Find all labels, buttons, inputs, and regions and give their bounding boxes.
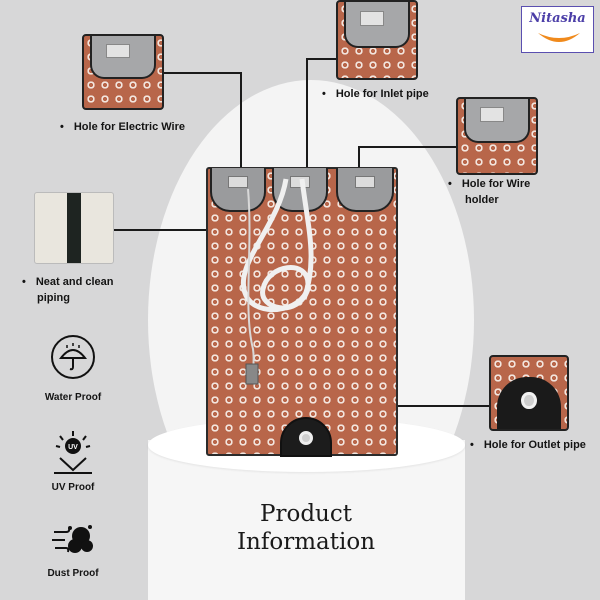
logo-swoosh-icon [538,33,580,42]
thumb-outlet [489,355,569,431]
label-piping: •Neat and clean piping [22,276,114,304]
brand-logo: Nitasha [521,6,594,53]
hose-and-cable [240,178,314,385]
page-title: Product Information [236,501,376,555]
line-inlet-h [306,58,338,60]
umbrella-icon [51,335,95,379]
line-wire-holder-h [358,146,458,148]
label-electric-wire: •Hole for Electric Wire [60,121,186,133]
thumb-inlet [336,0,418,80]
label-wire-holder: •Hole for Wire holder [448,178,531,206]
pocket-electric-wire [210,168,266,212]
uv-badge: UV [68,444,78,451]
feature-label-dust: Dust Proof [47,568,99,579]
line-electric-wire-h [152,72,242,74]
dust-icon [52,525,93,553]
thumb-wire-holder [456,97,538,175]
line-electric-wire-v [240,72,242,190]
line-piping-h [112,229,210,231]
outlet-hole [280,417,332,457]
label-outlet-pipe: •Hole for Outlet pipe [470,439,586,451]
pocket-wire-holder [336,168,394,212]
feature-label-uv: UV Proof [51,482,95,493]
label-inlet-pipe: •Hole for Inlet pipe [322,88,429,100]
feature-label-water: Water Proof [44,392,102,403]
uv-sun-icon: UV [54,431,92,474]
thumb-electric-wire [82,34,164,110]
thumb-piping [34,192,114,264]
line-inlet-v [306,58,308,192]
product-cover [206,167,398,457]
